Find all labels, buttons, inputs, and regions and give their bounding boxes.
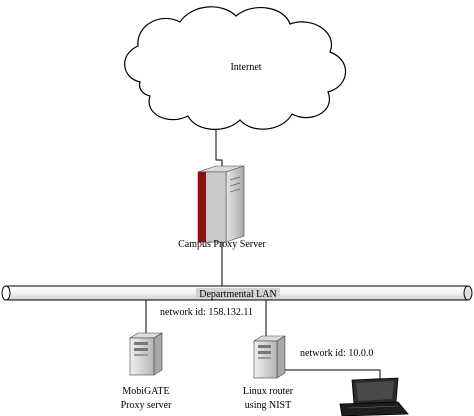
lan-label-box	[196, 288, 280, 299]
server-box-icon	[128, 332, 164, 376]
server-box-icon	[252, 335, 287, 379]
router-network-id: network id: 10.0.0	[300, 348, 373, 359]
campus-proxy-label: Campus Proxy Server	[178, 239, 266, 250]
internet-to-proxy-link	[215, 125, 223, 172]
linux-router-label-line1: Linux router	[243, 386, 294, 397]
internet-label: Internet	[230, 62, 261, 73]
lan-network-id: network id: 158.132.11	[160, 307, 253, 318]
cloud-icon	[124, 6, 347, 130]
lan-label: Departmental LAN	[199, 289, 276, 300]
server-tower-icon	[197, 165, 245, 243]
laptop-icon	[339, 377, 409, 416]
mobigate-label-line2: Proxy server	[121, 400, 172, 411]
router-to-laptop-link	[277, 369, 381, 380]
mobigate-label-line1: MobiGATE	[122, 386, 169, 397]
linux-router-label-line2: using NIST	[245, 400, 291, 411]
